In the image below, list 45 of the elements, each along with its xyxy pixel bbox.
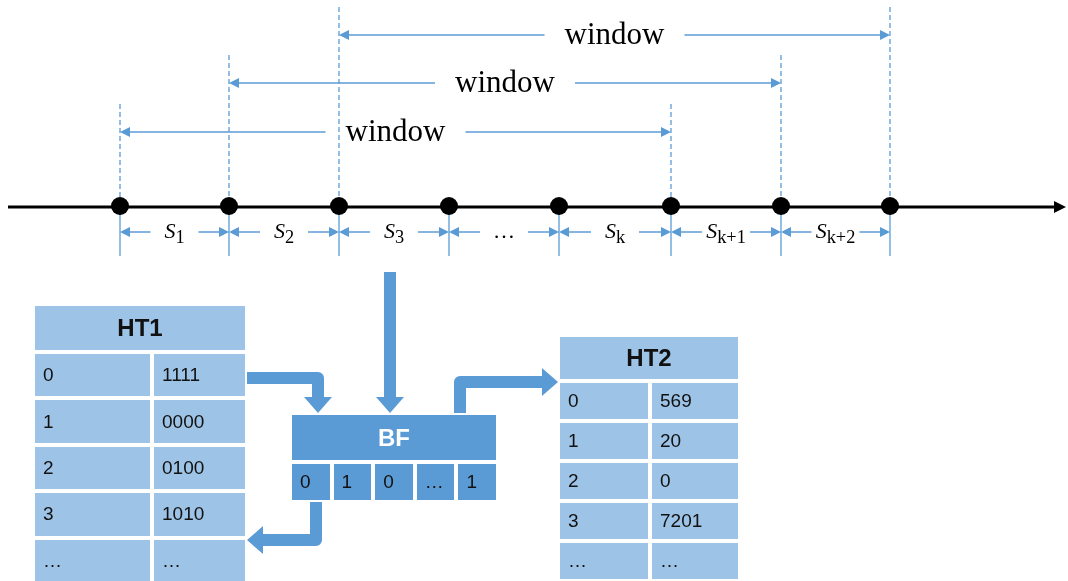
table-cell: 3 xyxy=(33,491,152,538)
table-cell: 20 xyxy=(650,421,740,461)
block-arrow xyxy=(376,272,404,413)
bit-cell: … xyxy=(414,462,457,502)
table-cell: 569 xyxy=(650,381,740,421)
filter-header: BF xyxy=(290,413,498,462)
block-arrow xyxy=(247,372,332,413)
table-cell: 1111 xyxy=(152,352,247,399)
segment-label: S$_{3}$ xyxy=(382,218,406,250)
block-arrow xyxy=(454,368,558,413)
bit-cell: 1 xyxy=(456,462,498,502)
table-cell: 1010 xyxy=(152,491,247,538)
segment-label: S$_{k+1}$ xyxy=(705,218,747,250)
segment-label: S$_{2}$ xyxy=(272,218,296,250)
bit-cell: 0 xyxy=(373,462,415,502)
dimension-label: window xyxy=(563,17,666,51)
table-cell: 7201 xyxy=(650,501,740,541)
hash-table xyxy=(558,335,740,581)
table-header: HT2 xyxy=(558,335,740,381)
table-cell: 0000 xyxy=(152,398,247,445)
table-cell: 1 xyxy=(558,421,650,461)
bit-cell: 0 xyxy=(290,462,332,502)
segment-label: … xyxy=(492,218,516,244)
dimension-label: window xyxy=(344,114,447,148)
table-cell: … xyxy=(558,541,650,581)
table-cell: 0100 xyxy=(152,444,247,492)
dimension-label: window xyxy=(454,65,556,99)
table-cell: … xyxy=(33,537,152,581)
bloom-filter xyxy=(290,413,498,502)
table-cell: 2 xyxy=(558,461,650,501)
segment-label: S$_{k+2}$ xyxy=(814,218,857,250)
table-header: HT1 xyxy=(33,304,247,352)
segment-label: S$_{k}$ xyxy=(603,218,627,250)
bit-cell: 1 xyxy=(331,462,374,502)
table-cell: … xyxy=(152,537,247,581)
segment-label: S$_{1}$ xyxy=(163,218,186,250)
table-cell: 2 xyxy=(33,444,152,492)
table-cell: 3 xyxy=(558,501,650,541)
block-arrow xyxy=(247,502,322,554)
table-cell: 1 xyxy=(33,398,152,445)
table-cell: 0 xyxy=(33,352,152,399)
hash-table xyxy=(33,304,247,581)
table-cell: 0 xyxy=(558,381,650,421)
table-cell: … xyxy=(650,541,740,581)
table-cell: 0 xyxy=(650,461,740,501)
